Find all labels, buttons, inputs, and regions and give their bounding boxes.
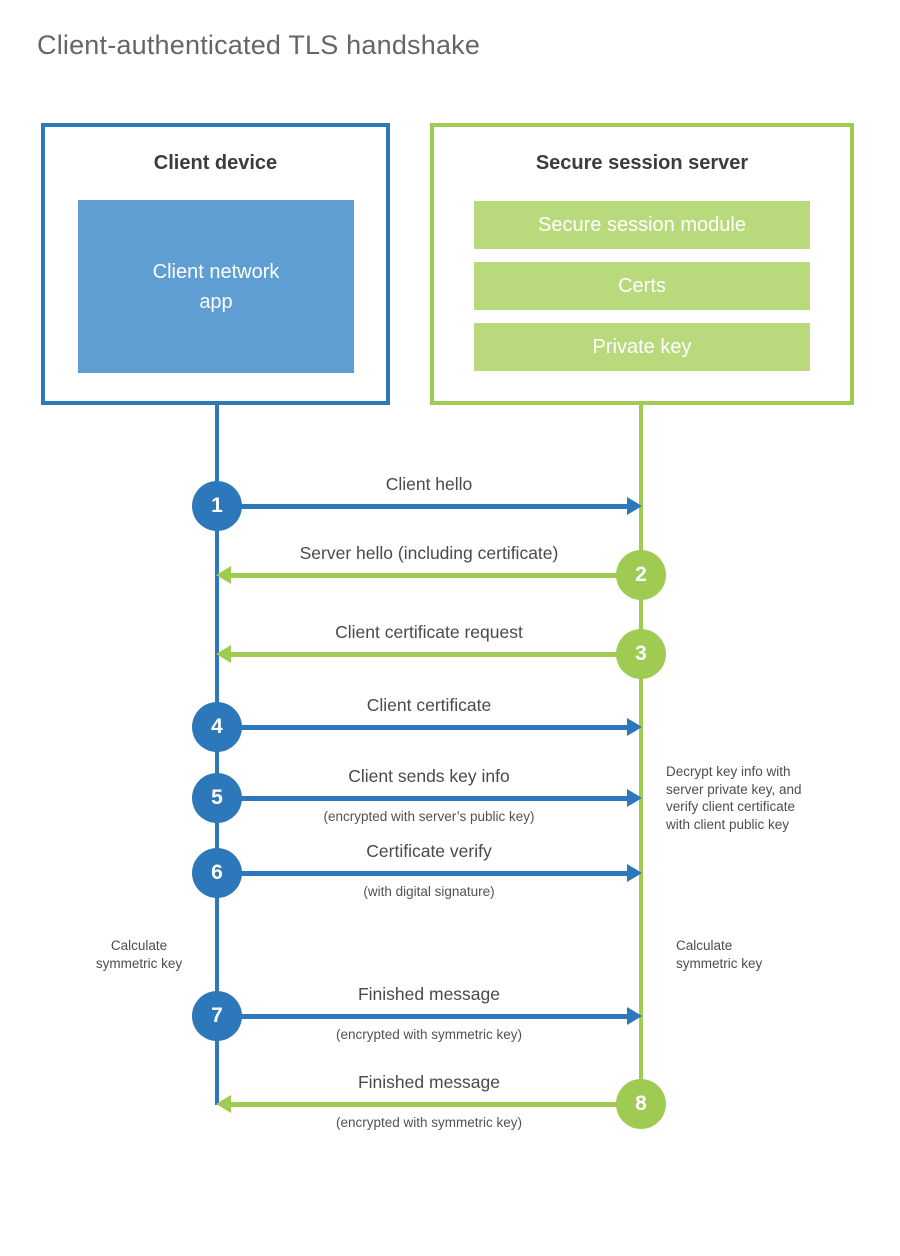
arrow-shaft — [229, 1102, 641, 1107]
step-circle-4: 4 — [192, 702, 242, 752]
message-label: Client certificate — [366, 695, 492, 715]
message-sublabel: (encrypted with server’s public key) — [323, 809, 535, 824]
server-lifeline — [639, 404, 643, 1116]
note-decrypt-key-info: Decrypt key info with server private key… — [666, 764, 802, 832]
arrowhead-right-icon — [627, 497, 642, 515]
step-circle-8: 8 — [616, 1079, 666, 1129]
message-sublabel: (encrypted with symmetric key) — [335, 1027, 523, 1042]
message-label: Client hello — [385, 474, 473, 494]
client-lifeline — [215, 404, 219, 1105]
client-device-title: Client device — [153, 152, 278, 174]
message-label: Client certificate request — [335, 622, 523, 642]
message-sublabel: (with digital signature) — [363, 884, 495, 899]
note-calculate-symmetric-key-client: Calculate symmetric key — [95, 938, 183, 971]
step-circle-2: 2 — [616, 550, 666, 600]
arrow-shaft — [217, 504, 629, 509]
arrow-shaft — [229, 652, 641, 657]
note-calculate-symmetric-key-server: Calculate symmetric key — [676, 938, 763, 971]
page-title: Client-authenticated TLS handshake — [37, 30, 481, 60]
client-network-app-box: Client network app — [78, 200, 354, 373]
server-module-secure-session: Secure session module — [474, 201, 810, 249]
arrow-shaft — [217, 1014, 629, 1019]
arrowhead-right-icon — [627, 864, 642, 882]
arrowhead-right-icon — [627, 718, 642, 736]
arrow-shaft — [217, 871, 629, 876]
message-label: Finished message — [357, 984, 501, 1004]
server-module-private-key: Private key — [474, 323, 810, 371]
arrow-shaft — [217, 796, 629, 801]
arrowhead-left-icon — [216, 645, 231, 663]
step-circle-3: 3 — [616, 629, 666, 679]
step-circle-5: 5 — [192, 773, 242, 823]
step-circle-6: 6 — [192, 848, 242, 898]
secure-session-server-box: Secure session server Secure session mod… — [430, 123, 854, 405]
message-label: Finished message — [357, 1072, 501, 1092]
arrow-shaft — [217, 725, 629, 730]
client-device-box: Client device Client network app — [41, 123, 390, 405]
arrow-shaft — [229, 573, 641, 578]
step-circle-7: 7 — [192, 991, 242, 1041]
arrowhead-left-icon — [216, 566, 231, 584]
secure-session-server-title: Secure session server — [535, 152, 749, 174]
arrowhead-left-icon — [216, 1095, 231, 1113]
message-label: Certificate verify — [366, 841, 492, 861]
arrowhead-right-icon — [627, 789, 642, 807]
message-label: Client sends key info — [348, 766, 510, 786]
arrowhead-right-icon — [627, 1007, 642, 1025]
server-module-certs: Certs — [474, 262, 810, 310]
step-circle-1: 1 — [192, 481, 242, 531]
message-label: Server hello (including certificate) — [299, 543, 559, 563]
message-sublabel: (encrypted with symmetric key) — [335, 1115, 523, 1130]
